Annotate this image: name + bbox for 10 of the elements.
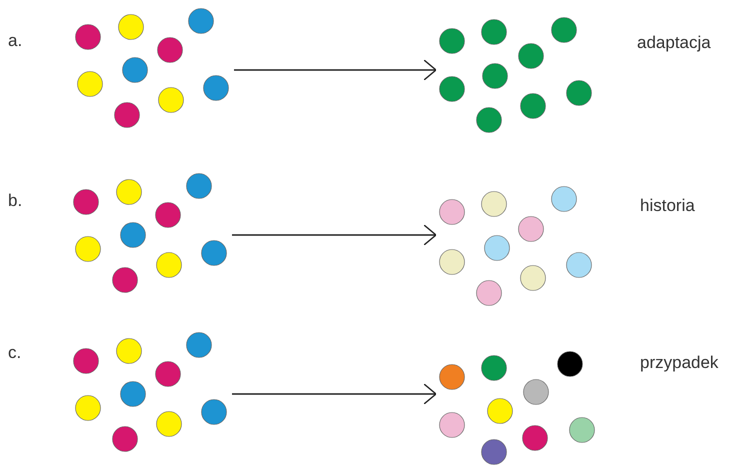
- dot-cluster-drawing: [436, 348, 598, 466]
- arrow: [232, 383, 437, 405]
- row-letter: b.: [8, 190, 22, 212]
- row-label: adaptacja: [637, 32, 711, 54]
- row-letter: c.: [8, 342, 22, 364]
- row-label: historia: [640, 195, 695, 217]
- row-letter: a.: [8, 30, 22, 52]
- arrow: [232, 224, 437, 246]
- arrow: [234, 59, 437, 81]
- row-label: przypadek: [640, 352, 718, 374]
